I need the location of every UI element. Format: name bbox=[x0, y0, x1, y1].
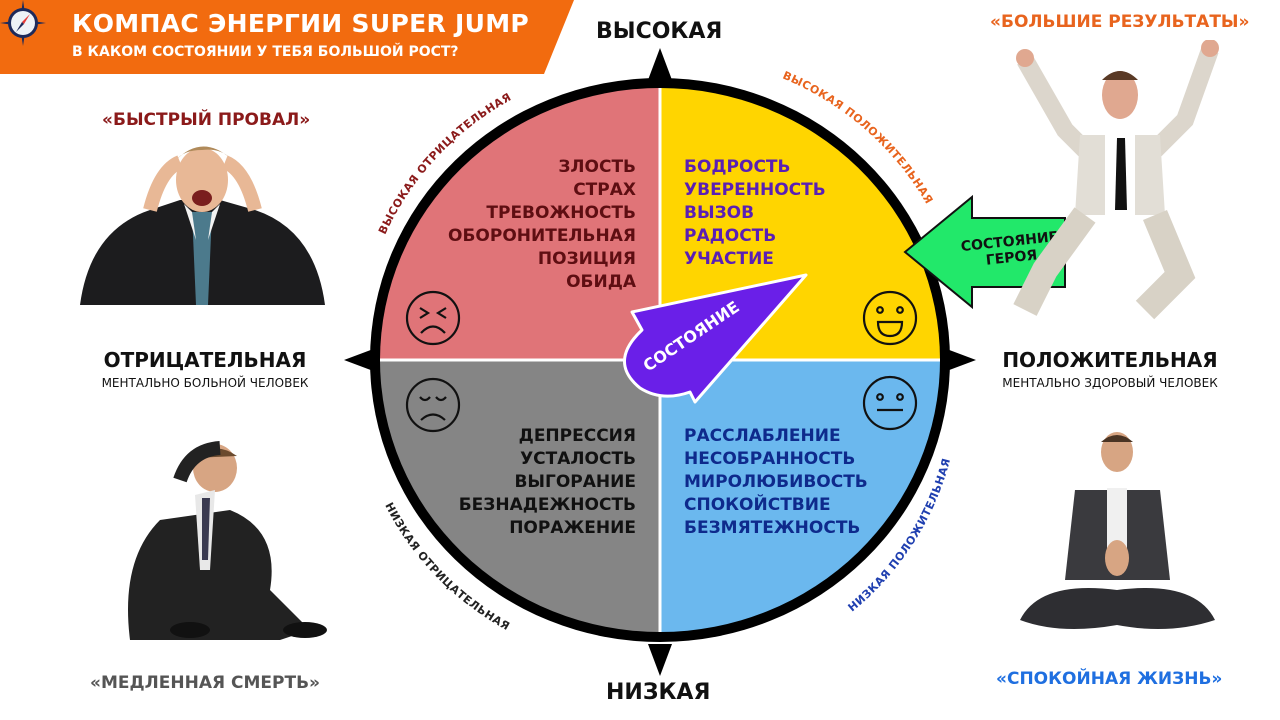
left-axis-arrow bbox=[344, 348, 376, 372]
list-item: БОДРОСТЬ bbox=[684, 157, 791, 177]
axis-left-label: ОТРИЦАТЕЛЬНАЯ bbox=[103, 348, 307, 372]
list-item: ТРЕВОЖНОСТЬ bbox=[486, 203, 636, 223]
sad-face-icon bbox=[405, 377, 461, 433]
header-banner: КОМПАС ЭНЕРГИИ SUPER JUMP В КАКОМ СОСТОЯ… bbox=[0, 0, 580, 74]
axis-left: ОТРИЦАТЕЛЬНАЯ МЕНТАЛЬНО БОЛЬНОЙ ЧЕЛОВЕК bbox=[60, 348, 350, 390]
hero-state-line2: ГЕРОЯ bbox=[985, 247, 1038, 268]
caption-big-results: «БОЛЬШИЕ РЕЗУЛЬТАТЫ» bbox=[990, 12, 1250, 32]
state-pointer bbox=[623, 273, 808, 404]
list-item: УЧАСТИЕ bbox=[684, 249, 774, 269]
happy-face-icon bbox=[862, 290, 918, 346]
caption-fast-failure: «БЫСТРЫЙ ПРОВАЛ» bbox=[102, 110, 311, 130]
banner-shape bbox=[0, 0, 574, 74]
axis-left-sub: МЕНТАЛЬНО БОЛЬНОЙ ЧЕЛОВЕК bbox=[101, 376, 309, 390]
list-item: БЕЗНАДЕЖНОСТЬ bbox=[458, 495, 636, 515]
axis-top-label: ВЫСОКАЯ bbox=[596, 19, 723, 44]
list-item: СПОКОЙСТВИЕ bbox=[684, 495, 831, 515]
low-positive-list: РАССЛАБЛЕНИЕ НЕСОБРАННОСТЬ МИРОЛЮБИВОСТЬ… bbox=[684, 425, 868, 540]
list-item: РАДОСТЬ bbox=[684, 226, 777, 246]
top-axis-arrow bbox=[648, 48, 672, 80]
low-negative-list: ДЕПРЕССИЯ УСТАЛОСТЬ ВЫГОРАНИЕ БЕЗНАДЕЖНО… bbox=[459, 425, 636, 540]
list-item: ПОЗИЦИЯ bbox=[537, 249, 636, 269]
list-item: ДЕПРЕССИЯ bbox=[518, 426, 636, 446]
page-title: КОМПАС ЭНЕРГИИ SUPER JUMP bbox=[72, 9, 529, 38]
high-negative-list: ЗЛОСТЬ СТРАХ ТРЕВОЖНОСТЬ ОБОРОНИТЕЛЬНАЯ … bbox=[448, 156, 636, 294]
compass-icon bbox=[0, 0, 46, 46]
neutral-face-icon bbox=[862, 375, 918, 431]
axis-bottom-label: НИЗКАЯ bbox=[606, 680, 711, 705]
list-item: УСТАЛОСТЬ bbox=[520, 449, 636, 469]
axis-right: ПОЛОЖИТЕЛЬНАЯ МЕНТАЛЬНО ЗДОРОВЫЙ ЧЕЛОВЕК bbox=[960, 348, 1260, 390]
high-positive-list: БОДРОСТЬ УВЕРЕННОСТЬ ВЫЗОВ РАДОСТЬ УЧАСТ… bbox=[684, 156, 826, 271]
depressed-man-photo bbox=[128, 441, 327, 640]
list-item: УВЕРЕННОСТЬ bbox=[684, 180, 826, 200]
bottom-axis-arrow bbox=[648, 644, 672, 676]
list-item: МИРОЛЮБИВОСТЬ bbox=[684, 472, 868, 492]
list-item: ВЫГОРАНИЕ bbox=[514, 472, 636, 492]
list-item: ЗЛОСТЬ bbox=[558, 157, 636, 177]
axis-right-sub: МЕНТАЛЬНО ЗДОРОВЫЙ ЧЕЛОВЕК bbox=[1002, 376, 1218, 390]
stressed-man-photo bbox=[80, 146, 325, 305]
jumping-man-photo bbox=[1013, 40, 1219, 320]
page-subtitle: В КАКОМ СОСТОЯНИИ У ТЕБЯ БОЛЬШОЙ РОСТ? bbox=[72, 44, 459, 60]
list-item: ПОРАЖЕНИЕ bbox=[509, 518, 636, 538]
right-axis-arrow bbox=[944, 348, 976, 372]
list-item: ВЫЗОВ bbox=[684, 203, 755, 223]
list-item: РАССЛАБЛЕНИЕ bbox=[684, 426, 841, 446]
axis-right-label: ПОЛОЖИТЕЛЬНАЯ bbox=[1002, 348, 1218, 372]
caption-slow-death: «МЕДЛЕННАЯ СМЕРТЬ» bbox=[90, 673, 321, 693]
angry-face-icon bbox=[405, 290, 461, 346]
caption-calm-life: «СПОКОЙНАЯ ЖИЗНЬ» bbox=[996, 669, 1223, 689]
list-item: ОБИДА bbox=[566, 272, 636, 292]
list-item: НЕСОБРАННОСТЬ bbox=[684, 449, 856, 469]
list-item: ОБОРОНИТЕЛЬНАЯ bbox=[448, 226, 636, 246]
list-item: СТРАХ bbox=[573, 180, 636, 200]
list-item: БЕЗМЯТЕЖНОСТЬ bbox=[684, 518, 861, 538]
meditating-man-photo bbox=[1020, 432, 1215, 629]
